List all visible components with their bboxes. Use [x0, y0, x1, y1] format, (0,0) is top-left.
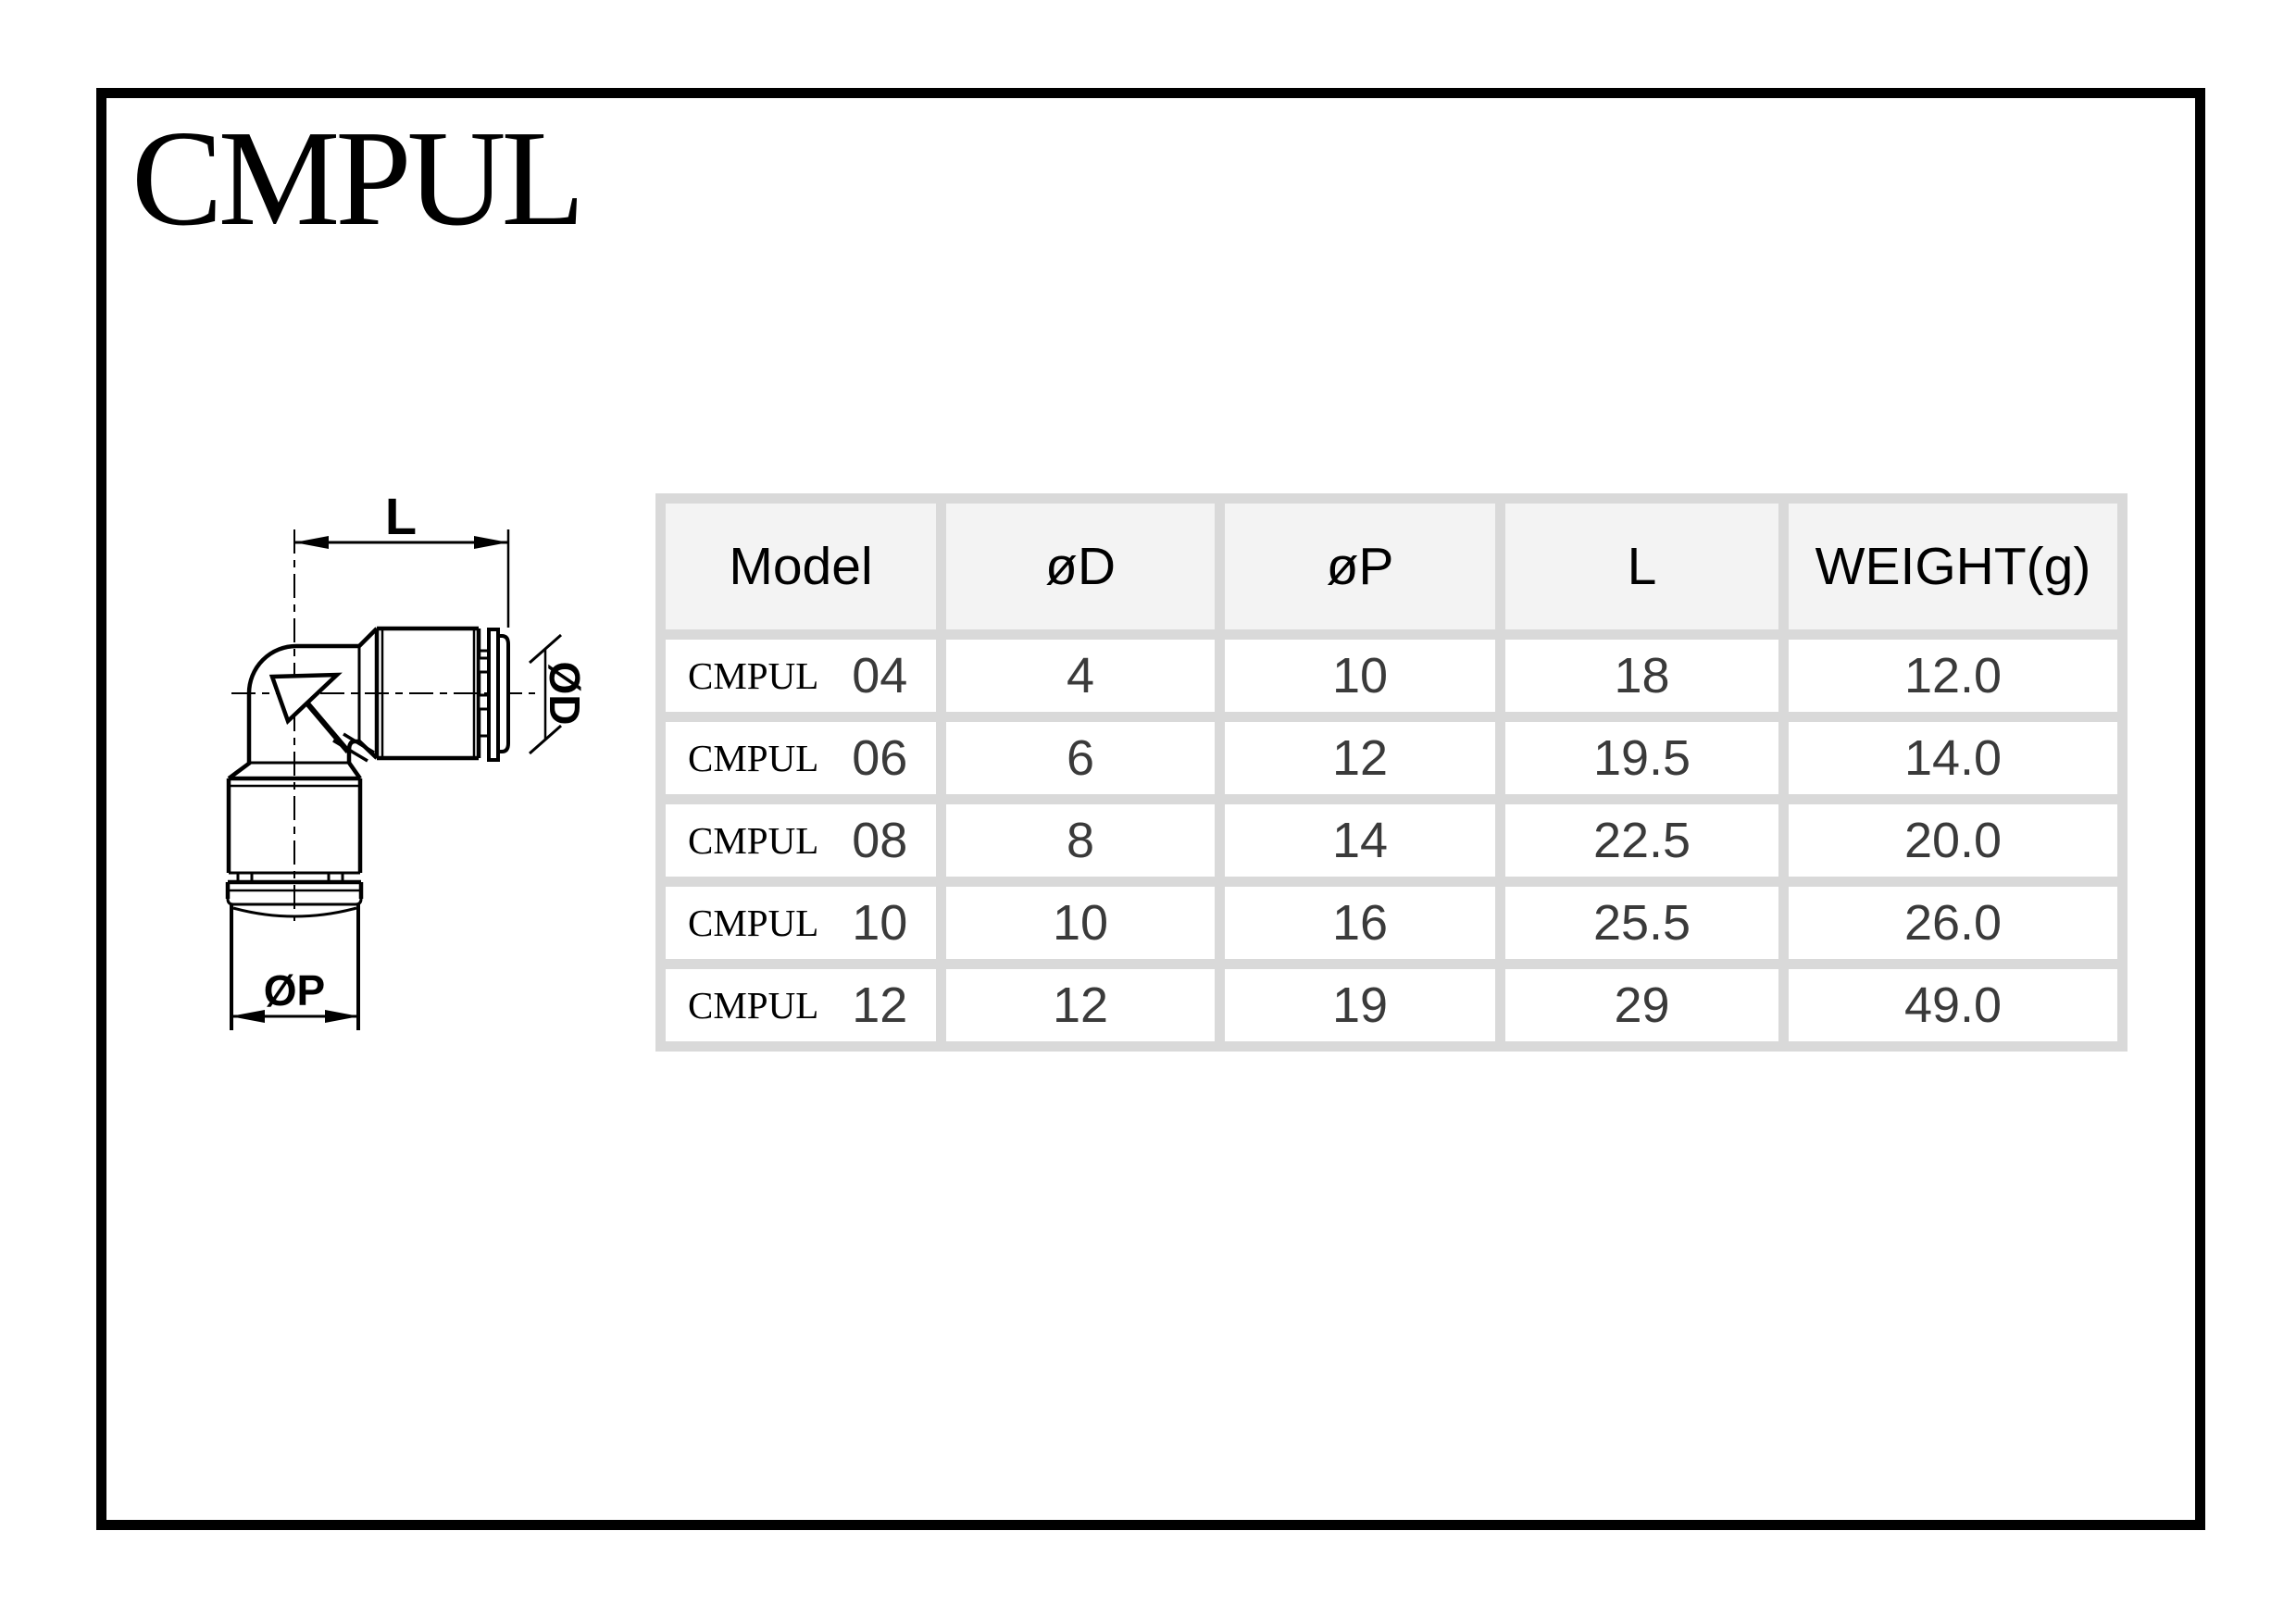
cell-op: 16	[1225, 887, 1495, 959]
model-prefix: CMPUL	[688, 819, 819, 862]
model-prefix: CMPUL	[688, 984, 819, 1027]
model-size: 06	[852, 730, 908, 786]
cell-op: 14	[1225, 804, 1495, 877]
header-l: L	[1505, 504, 1778, 629]
cavity-triangle-marker	[268, 672, 343, 726]
page-title: CMPUL	[131, 103, 585, 255]
cell-od: 4	[946, 640, 1215, 712]
model-prefix: CMPUL	[688, 654, 819, 697]
op-arrow-left	[231, 1010, 265, 1023]
ring-bottom-line	[226, 898, 363, 906]
header-od: øD	[946, 504, 1215, 629]
dim-label-op: ØP	[264, 966, 325, 1014]
cell-l: 22.5	[1505, 804, 1778, 877]
model-size: 12	[852, 977, 908, 1033]
op-arrow-right	[325, 1010, 359, 1023]
model-cell: CMPUL 06	[666, 722, 936, 794]
model-size: 08	[852, 813, 908, 868]
header-op: øP	[1225, 504, 1495, 629]
model-cell: CMPUL 10	[666, 887, 936, 959]
header-model: Model	[666, 504, 936, 629]
model-cell: CMPUL 12	[666, 969, 936, 1041]
dim-label-od: ØD	[541, 662, 589, 726]
header-weight: WEIGHT(g)	[1789, 504, 2117, 629]
flare-cone	[227, 761, 362, 780]
model-prefix: CMPUL	[688, 902, 819, 944]
spec-table: Model øD øP L WEIGHT(g) CMPUL 04 4 10 18…	[655, 493, 2128, 1052]
cell-od: 12	[946, 969, 1215, 1041]
fitting-technical-drawing: L ØD	[225, 487, 589, 1030]
dim-arrow-right	[474, 536, 508, 549]
cell-od: 10	[946, 887, 1215, 959]
dim-label-l: L	[385, 487, 417, 545]
dim-arrow-left	[294, 536, 329, 549]
model-cell: CMPUL 08	[666, 804, 936, 877]
cell-l: 25.5	[1505, 887, 1778, 959]
sleeve-body	[374, 626, 481, 761]
model-cell: CMPUL 04	[666, 640, 936, 712]
vbody-sides	[226, 778, 363, 873]
model-size: 04	[852, 648, 908, 703]
cell-op: 10	[1225, 640, 1495, 712]
cell-weight: 26.0	[1789, 887, 2117, 959]
cell-l: 29	[1505, 969, 1778, 1041]
port-chamfer-bow	[232, 906, 357, 918]
cell-weight: 49.0	[1789, 969, 2117, 1041]
model-prefix: CMPUL	[688, 737, 819, 779]
seal-pocket-line	[332, 739, 368, 763]
sleeve-cone	[357, 627, 379, 760]
cell-op: 19	[1225, 969, 1495, 1041]
cell-weight: 14.0	[1789, 722, 2117, 794]
cell-weight: 12.0	[1789, 640, 2117, 712]
cell-l: 18	[1505, 640, 1778, 712]
cell-od: 8	[946, 804, 1215, 877]
port-sides	[230, 904, 360, 1030]
cell-l: 19.5	[1505, 722, 1778, 794]
ring-sides	[225, 882, 364, 899]
cap-body	[496, 634, 510, 753]
cell-od: 6	[946, 722, 1215, 794]
model-size: 10	[852, 895, 908, 951]
cell-weight: 20.0	[1789, 804, 2117, 877]
cell-op: 12	[1225, 722, 1495, 794]
elbow-outer-profile	[246, 643, 359, 763]
